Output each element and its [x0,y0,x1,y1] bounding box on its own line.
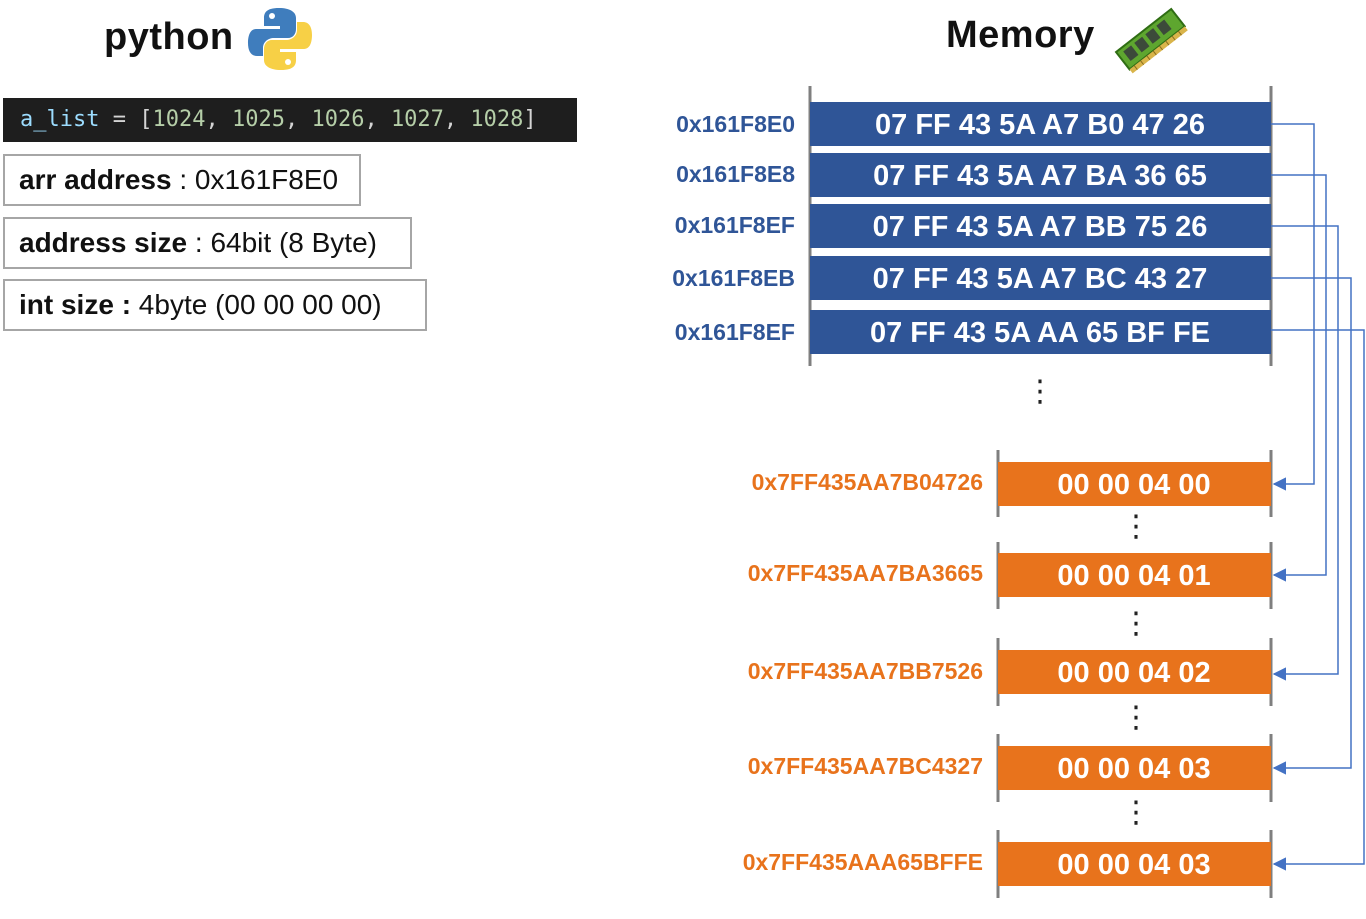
int-cell [998,462,1271,506]
ellipsis: ⋮ [1121,795,1151,830]
arr-address-box: arr address : 0x161F8E0 [3,154,361,206]
code-value: 1027 [390,107,444,132]
code-snippet: a_list = [1024, 1025, 1026, 1027, 1028] [3,98,577,142]
memory-row: 0x161F8EF 07 FF 43 5A AA 65 BF FE [675,310,1271,354]
memory-value: 07 FF 43 5A A7 BB 75 26 [873,211,1208,243]
pointer-arrow [1271,225,1339,681]
memory-cell [810,204,1271,248]
pointer-arrow [1271,123,1315,491]
code-open-bracket: [ [139,107,153,132]
int-block: 0x7FF435AA7BB7526 00 00 04 02 [748,638,1273,706]
address-size-label: address size [19,227,188,258]
memory-cell [810,102,1271,146]
int-value: 00 00 04 03 [1057,753,1210,785]
code-separator: , [443,107,471,132]
int-address: 0x7FF435AA7BA3665 [748,560,983,586]
arr-address-value: : 0x161F8E0 [171,164,339,195]
int-block: 0x7FF435AAA65BFFE 00 00 04 03 [743,830,1273,898]
int-value: 00 00 04 00 [1057,469,1210,501]
memory-address: 0x161F8E8 [676,161,795,187]
memory-title: Memory [946,14,1095,56]
code-value: 1026 [311,107,365,132]
int-cell [998,746,1271,790]
python-title: python [104,16,234,58]
ellipsis: ⋮ [1121,509,1151,544]
int-size-value: 4byte (00 00 00 00) [131,289,382,320]
pointer-arrow [1271,329,1365,871]
arr-address-label: arr address [19,164,172,195]
memory-address: 0x161F8E0 [676,111,795,137]
address-size-box: address size : 64bit (8 Byte) [3,217,412,269]
ram-stick-icon [1114,7,1188,74]
python-logo-icon [248,8,312,70]
pointer-arrow [1271,277,1352,775]
memory-row: 0x161F8E8 07 FF 43 5A A7 BA 36 65 [676,153,1271,197]
memory-address: 0x161F8EB [672,265,795,291]
memory-cell [810,310,1271,354]
memory-value: 07 FF 43 5A A7 BA 36 65 [873,160,1207,192]
int-value: 00 00 04 03 [1057,849,1210,881]
memory-value: 07 FF 43 5A A7 BC 43 27 [873,263,1208,295]
ellipsis: ⋮ [1025,374,1055,409]
int-block: 0x7FF435AA7BC4327 00 00 04 03 [748,734,1273,802]
memory-address: 0x161F8EF [675,319,795,345]
ellipsis: ⋮ [1121,700,1151,735]
pointer-arrow [1271,174,1327,582]
memory-value: 07 FF 43 5A A7 B0 47 26 [875,109,1205,141]
int-address: 0x7FF435AA7BC4327 [748,753,983,779]
code-separator: , [284,107,312,132]
int-value: 00 00 04 02 [1057,657,1210,689]
int-address: 0x7FF435AA7B04726 [752,469,983,495]
code-variable: a_list [20,107,100,132]
code-separator: , [205,107,232,132]
int-cell [998,553,1271,597]
memory-row: 0x161F8EB 07 FF 43 5A A7 BC 43 27 [672,256,1271,300]
code-separator: , [364,107,391,132]
int-address: 0x7FF435AAA65BFFE [743,849,983,875]
int-size-label: int size : [19,289,132,320]
int-block: 0x7FF435AA7B04726 00 00 04 00 [752,450,1273,517]
int-block: 0x7FF435AA7BA3665 00 00 04 01 [748,542,1273,609]
code-value: 1028 [470,107,524,132]
memory-address: 0x161F8EF [675,212,795,238]
code-value: 1024 [152,107,206,132]
memory-cell [810,153,1271,197]
int-value: 00 00 04 01 [1057,560,1210,592]
code-assign: = [99,107,140,132]
int-size-box: int size : 4byte (00 00 00 00) [3,279,427,331]
address-size-value: : 64bit (8 Byte) [187,227,377,258]
code-value: 1025 [231,107,285,132]
int-cell [998,650,1271,694]
ellipsis: ⋮ [1121,606,1151,641]
memory-value: 07 FF 43 5A AA 65 BF FE [870,317,1210,349]
int-address: 0x7FF435AA7BB7526 [748,658,983,684]
code-close-bracket: ] [523,107,537,132]
memory-row: 0x161F8E0 07 FF 43 5A A7 B0 47 26 [676,102,1271,146]
memory-cell [810,256,1271,300]
int-cell [998,842,1271,886]
memory-row: 0x161F8EF 07 FF 43 5A A7 BB 75 26 [675,204,1271,248]
